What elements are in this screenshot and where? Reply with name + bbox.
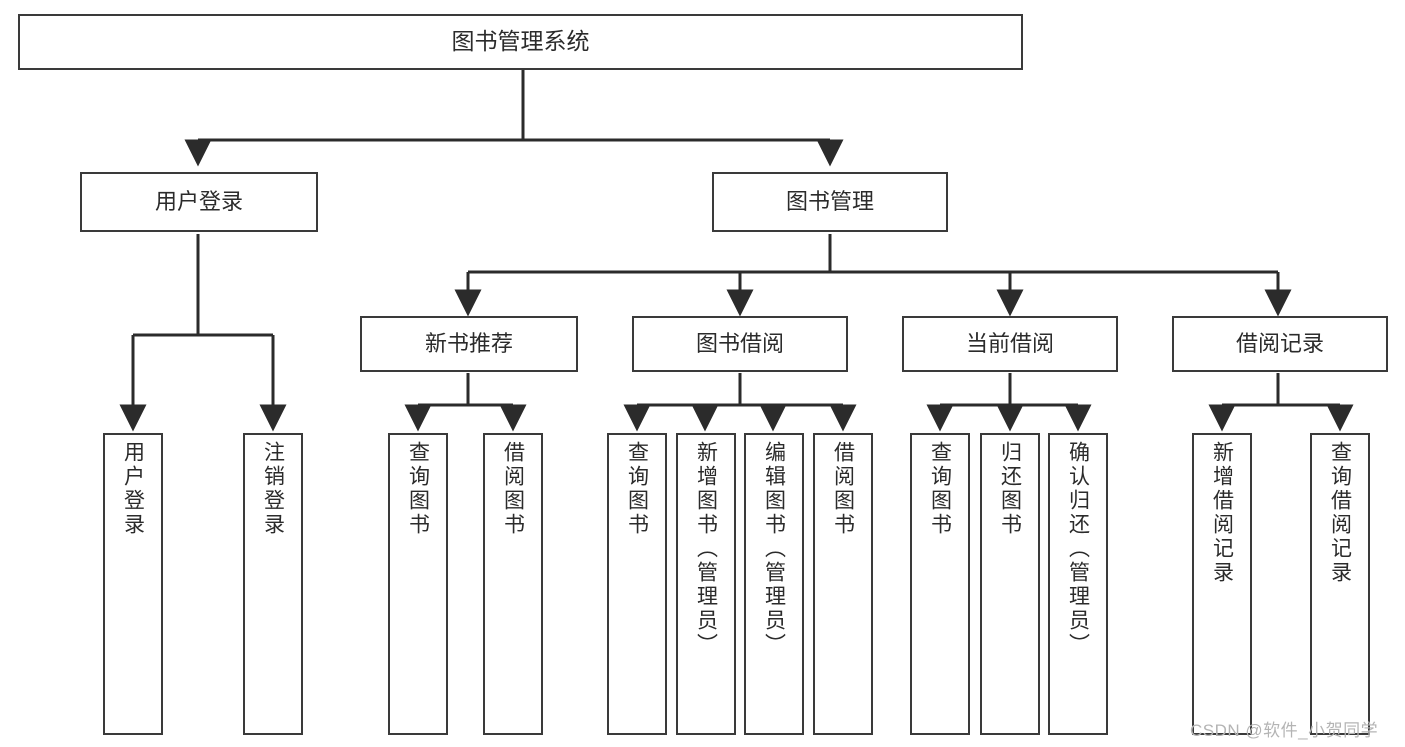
node-label: 当前借阅 [965,331,1054,357]
node-label: 查询图书 [928,441,952,537]
leaf-query-books-current[interactable]: 查询图书 [910,433,970,735]
leaf-confirm-return-admin[interactable]: 确认归还（管理员） [1048,433,1108,735]
node-label: 查询图书 [625,441,649,537]
csdn-watermark: CSDN @软件_小贺同学 [1190,721,1379,740]
leaf-return-books[interactable]: 归还图书 [980,433,1040,735]
node-label: 图书管理 [785,189,874,215]
node-label: 用户登录 [154,189,243,215]
node-label: 归还图书 [998,441,1022,537]
node-borrow-records[interactable]: 借阅记录 [1172,316,1388,372]
leaf-add-book-admin[interactable]: 新增图书（管理员） [676,433,736,735]
node-label: 新增借阅记录 [1210,441,1234,585]
node-book-management[interactable]: 图书管理 [712,172,948,232]
node-label: 用户登录 [121,441,145,537]
leaf-edit-book-admin[interactable]: 编辑图书（管理员） [744,433,804,735]
node-user-login[interactable]: 用户登录 [80,172,318,232]
node-book-borrow[interactable]: 图书借阅 [632,316,848,372]
leaf-query-borrow-record[interactable]: 查询借阅记录 [1310,433,1370,735]
leaf-user-login[interactable]: 用户登录 [103,433,163,735]
node-label: 查询借阅记录 [1328,441,1352,585]
node-label: 借阅记录 [1235,331,1324,357]
node-label: 注销登录 [261,441,285,537]
node-label: 查询图书 [406,441,430,537]
leaf-borrow-books[interactable]: 借阅图书 [813,433,873,735]
leaf-query-books-recommend[interactable]: 查询图书 [388,433,448,735]
leaf-query-books-borrow[interactable]: 查询图书 [607,433,667,735]
node-label: 借阅图书 [831,441,855,537]
node-label: 图书借阅 [695,331,784,357]
node-label: 新增图书（管理员） [694,441,718,657]
node-new-book-recommend[interactable]: 新书推荐 [360,316,578,372]
node-label: 确认归还（管理员） [1066,441,1090,657]
leaf-logout[interactable]: 注销登录 [243,433,303,735]
leaf-borrow-books-recommend[interactable]: 借阅图书 [483,433,543,735]
node-label: 编辑图书（管理员） [762,441,786,657]
node-label: 图书管理系统 [451,28,590,55]
leaf-add-borrow-record[interactable]: 新增借阅记录 [1192,433,1252,735]
node-current-borrow[interactable]: 当前借阅 [902,316,1118,372]
node-label: 借阅图书 [501,441,525,537]
node-root-system[interactable]: 图书管理系统 [18,14,1023,70]
node-label: 新书推荐 [424,331,513,357]
